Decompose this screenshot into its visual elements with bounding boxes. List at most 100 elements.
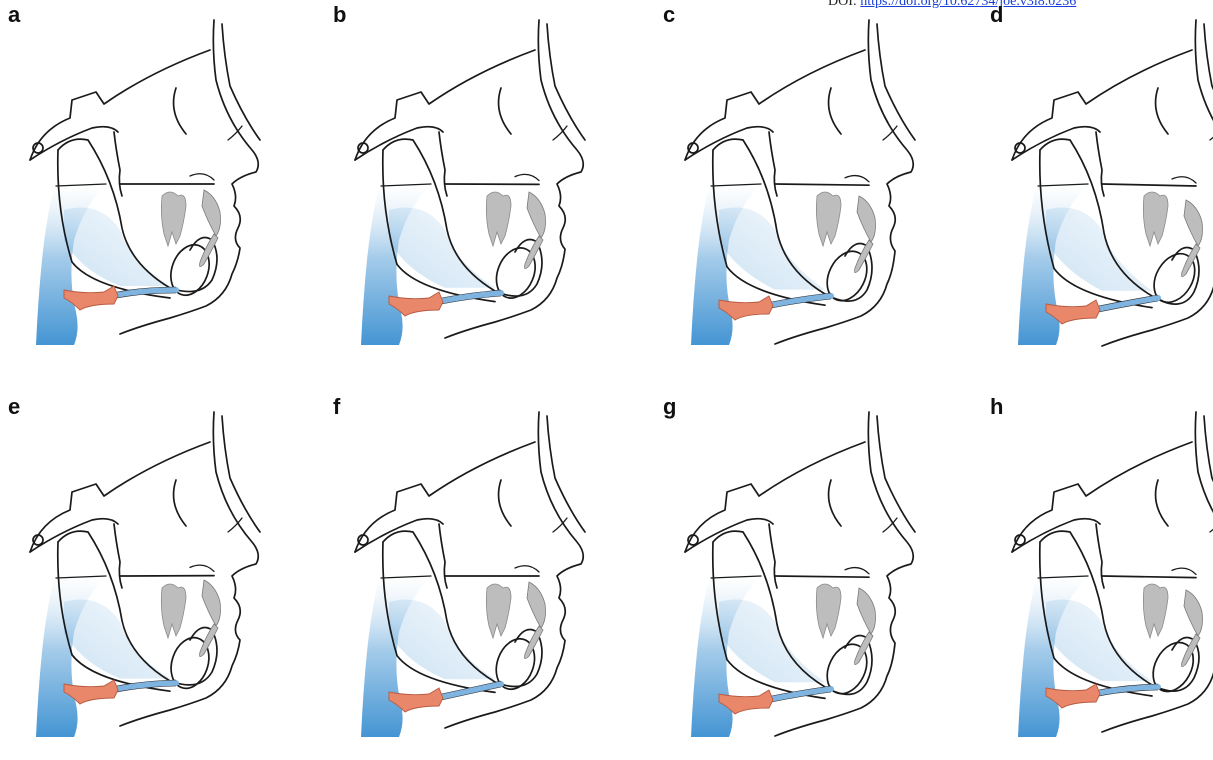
orbit-curve: [1156, 88, 1168, 134]
panel-d: d: [982, 0, 1213, 368]
palatal-plane: [1102, 184, 1196, 186]
molar-tooth: [486, 584, 511, 638]
orbit-curve: [174, 88, 186, 134]
tracing-d: [982, 0, 1213, 368]
upper-incisor: [527, 192, 546, 238]
palatal-plane: [1102, 576, 1196, 578]
nasal-profile-line: [222, 416, 260, 532]
soft-tissue-profile: [775, 20, 913, 344]
tracing-h: [982, 392, 1213, 760]
upper-incisor: [857, 588, 876, 634]
skull-base-curve: [30, 519, 118, 552]
nasal-profile-line: [877, 416, 915, 532]
tongue-shading: [389, 208, 495, 288]
soft-tissue-profile: [120, 20, 258, 334]
orbit-curve: [174, 480, 186, 526]
tongue-shading: [1046, 208, 1152, 291]
skull-base-curve: [1012, 519, 1100, 552]
hyoid-ligament: [1094, 298, 1158, 310]
panel-label-c: c: [663, 2, 675, 28]
orbit-curve: [499, 480, 511, 526]
tongue-shading: [719, 208, 825, 290]
nasal-profile-line: [547, 24, 585, 140]
molar-tooth: [816, 584, 841, 638]
tracing-b: [325, 0, 625, 368]
molar-tooth: [161, 584, 186, 638]
panel-label-g: g: [663, 394, 676, 420]
nasal-profile-line: [1204, 416, 1213, 532]
tracing-g: [655, 392, 955, 760]
upper-incisor: [857, 196, 876, 242]
tongue-shading: [1046, 600, 1152, 682]
soft-tissue-profile: [445, 20, 583, 338]
tracing-c: [655, 0, 955, 368]
maxilla-line: [1172, 177, 1196, 183]
maxilla-line: [515, 566, 539, 572]
ramus-line: [769, 524, 777, 588]
panel-label-f: f: [333, 394, 340, 420]
nasal-profile-line: [877, 24, 915, 140]
panel-g: g: [655, 392, 955, 760]
ramus-line: [439, 524, 447, 588]
molar-tooth: [486, 192, 511, 246]
upper-incisor: [1184, 200, 1203, 246]
ramus-line: [114, 524, 122, 588]
panel-h: h: [982, 392, 1213, 760]
tracing-f: [325, 392, 625, 760]
upper-incisor: [1184, 590, 1203, 636]
upper-incisor: [527, 582, 546, 628]
skull-base-curve: [1012, 127, 1100, 160]
maxilla-line: [845, 568, 869, 574]
palatal-plane: [775, 576, 869, 577]
molar-tooth: [1143, 584, 1168, 638]
skull-base-curve: [30, 127, 118, 160]
nasal-profile-line: [547, 416, 585, 532]
panel-b: b: [325, 0, 625, 368]
soft-tissue-profile: [120, 412, 258, 726]
panel-c: c: [655, 0, 955, 368]
maxilla-line: [845, 176, 869, 182]
panel-label-b: b: [333, 2, 346, 28]
tongue-shading: [389, 600, 495, 680]
soft-tissue-profile: [445, 412, 583, 728]
ramus-line: [769, 132, 777, 196]
ramus-line: [1096, 132, 1104, 196]
palatal-plane: [775, 184, 869, 185]
maxilla-line: [190, 174, 214, 180]
molar-tooth: [816, 192, 841, 246]
tongue-shading: [64, 208, 170, 287]
maxilla-line: [1172, 568, 1196, 574]
skull-base-curve: [685, 519, 773, 552]
maxilla-line: [515, 174, 539, 180]
skull-base-curve: [685, 127, 773, 160]
panel-label-a: a: [8, 2, 20, 28]
hyoid-ligament: [437, 684, 501, 698]
panel-e: e: [0, 392, 300, 760]
ramus-line: [114, 132, 122, 196]
panel-a: a: [0, 0, 300, 368]
orbit-curve: [499, 88, 511, 134]
tracing-e: [0, 392, 300, 760]
nasal-profile-line: [222, 24, 260, 140]
tongue-shading: [719, 600, 825, 683]
nasal-profile-line: [1204, 24, 1213, 140]
orbit-curve: [1156, 480, 1168, 526]
upper-incisor: [202, 580, 221, 626]
skull-base-curve: [355, 127, 443, 160]
panel-label-e: e: [8, 394, 20, 420]
panel-f: f: [325, 392, 625, 760]
ramus-line: [439, 132, 447, 196]
orbit-curve: [829, 480, 841, 526]
panel-label-d: d: [990, 2, 1003, 28]
upper-incisor: [202, 190, 221, 236]
molar-tooth: [161, 192, 186, 246]
molar-tooth: [1143, 192, 1168, 246]
ramus-line: [1096, 524, 1104, 588]
orbit-curve: [829, 88, 841, 134]
skull-base-curve: [355, 519, 443, 552]
maxilla-line: [190, 565, 214, 571]
soft-tissue-profile: [775, 412, 913, 736]
tracing-a: [0, 0, 300, 368]
panel-label-h: h: [990, 394, 1003, 420]
tongue-shading: [64, 600, 170, 679]
